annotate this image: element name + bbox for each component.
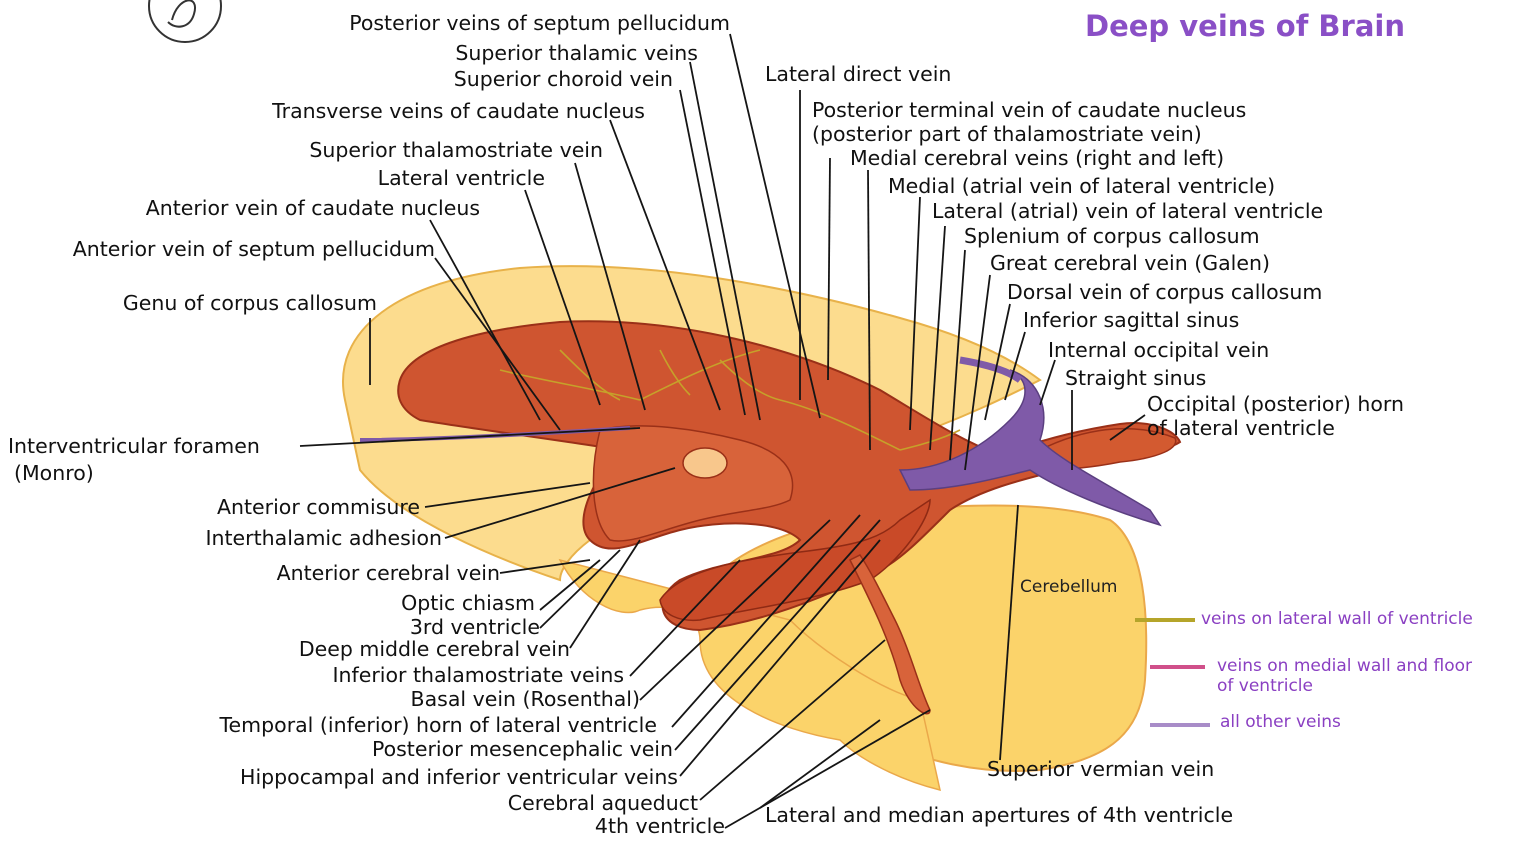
label-medial-atrial-vein: Medial (atrial vein of lateral ventricle… [888,174,1275,198]
label-anterior-vein-caudate: Anterior vein of caudate nucleus [146,196,480,220]
label-superior-thalamostriate-vein: Superior thalamostriate vein [309,138,603,162]
label-posterior-veins-septum: Posterior veins of septum pellucidum [349,11,730,35]
label-medial-cerebral-veins: Medial cerebral veins (right and left) [850,146,1224,170]
corner-logo [149,0,221,42]
legend: veins on lateral wall of ventricle veins… [1135,609,1473,732]
label-anterior-commisure: Anterior commisure [217,495,420,519]
label-genu-corpus-callosum: Genu of corpus callosum [123,291,377,315]
label-straight-sinus: Straight sinus [1065,366,1206,390]
label-superior-choroid-vein: Superior choroid vein [454,67,673,91]
label-lateral-ventricle: Lateral ventricle [378,166,545,190]
label-interthalamic-adhesion: Interthalamic adhesion [205,526,442,550]
interthalamic-adhesion-shape [683,448,727,478]
label-basal-vein: Basal vein (Rosenthal) [411,687,640,711]
label-splenium: Splenium of corpus callosum [964,224,1260,248]
label-hippocampal-veins: Hippocampal and inferior ventricular vei… [240,765,678,789]
label-occipital-horn-lateral: of lateral ventricle [1147,416,1335,440]
label-optic-chiasm: Optic chiasm [401,591,535,615]
legend-medial-wall: veins on medial wall and floor [1217,656,1472,676]
label-3rd-ventricle: 3rd ventricle [410,615,540,639]
label-lateral-atrial-vein: Lateral (atrial) vein of lateral ventric… [932,199,1323,223]
legend-medial-wall-cont: of ventricle [1217,676,1313,696]
label-cerebral-aqueduct: Cerebral aqueduct [508,791,698,815]
label-dorsal-vein-cc: Dorsal vein of corpus callosum [1007,280,1322,304]
label-anterior-cerebral-vein: Anterior cerebral vein [277,561,500,585]
label-superior-thalamic-veins: Superior thalamic veins [455,41,698,65]
label-internal-occipital-vein: Internal occipital vein [1048,338,1269,362]
label-lateral-median-apertures: Lateral and median apertures of 4th vent… [765,803,1233,827]
label-posterior-terminal-vein-part: (posterior part of thalamostriate vein) [812,122,1202,146]
label-superior-vermian-vein: Superior vermian vein [987,757,1214,781]
label-interventricular-foramen-monro: (Monro) [14,461,94,485]
label-inferior-thalamostriate-veins: Inferior thalamostriate veins [332,663,624,687]
legend-lateral-wall: veins on lateral wall of ventricle [1201,609,1473,629]
cerebellum-label: Cerebellum [1020,577,1117,597]
label-transverse-veins-caudate: Transverse veins of caudate nucleus [271,99,645,123]
diagram-title: Deep veins of Brain [1085,9,1405,43]
label-inferior-sagittal-sinus: Inferior sagittal sinus [1023,308,1239,332]
label-posterior-terminal-vein: Posterior terminal vein of caudate nucle… [812,98,1246,122]
label-posterior-mesencephalic-vein: Posterior mesencephalic vein [372,737,673,761]
legend-other: all other veins [1220,712,1341,732]
label-interventricular-foramen: Interventricular foramen [8,434,260,458]
label-occipital-horn: Occipital (posterior) horn [1147,392,1404,416]
label-temporal-horn: Temporal (inferior) horn of lateral vent… [219,713,657,737]
label-lateral-direct-vein: Lateral direct vein [765,62,951,86]
label-deep-middle-cerebral-vein: Deep middle cerebral vein [299,637,570,661]
label-anterior-vein-septum: Anterior vein of septum pellucidum [73,237,435,261]
label-great-cerebral-vein: Great cerebral vein (Galen) [990,251,1270,275]
label-4th-ventricle: 4th ventricle [595,814,725,837]
